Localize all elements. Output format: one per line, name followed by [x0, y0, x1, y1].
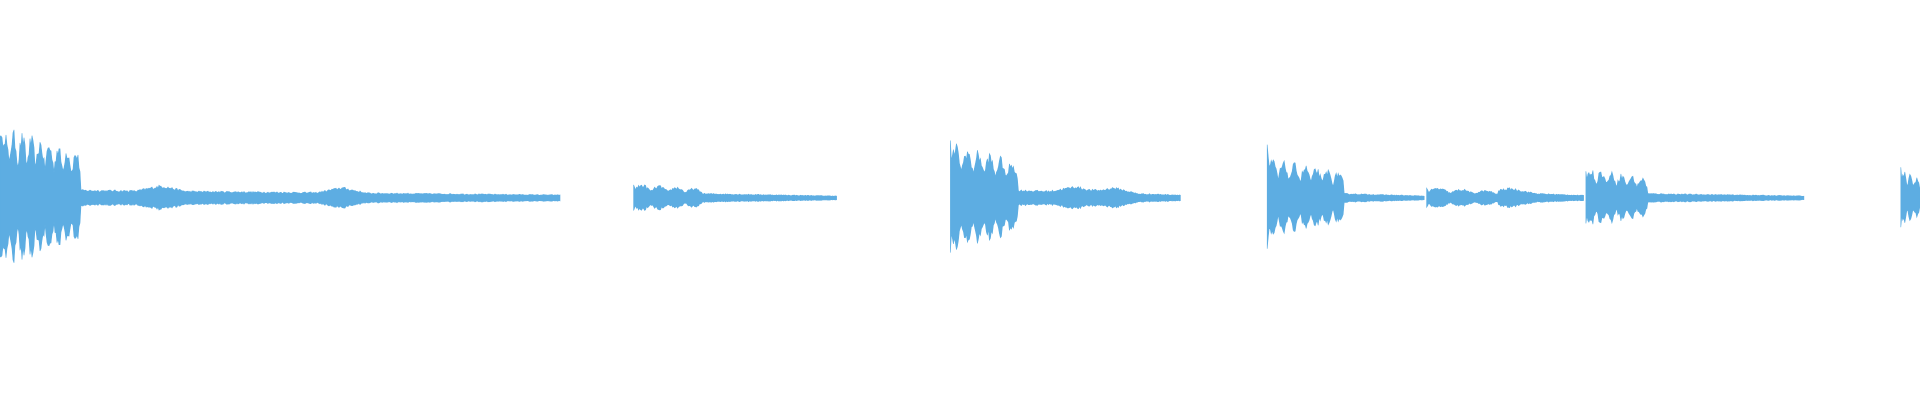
waveform-clip-2[interactable] — [633, 184, 837, 211]
waveform-clip-5[interactable] — [1426, 187, 1584, 209]
waveform-clip-4[interactable] — [1266, 144, 1425, 249]
waveform-clip-7[interactable] — [1900, 167, 1920, 228]
waveform-clip-3[interactable] — [950, 140, 1181, 253]
waveform-clip-1[interactable] — [0, 129, 561, 263]
waveform-clip-6[interactable] — [1585, 170, 1805, 225]
